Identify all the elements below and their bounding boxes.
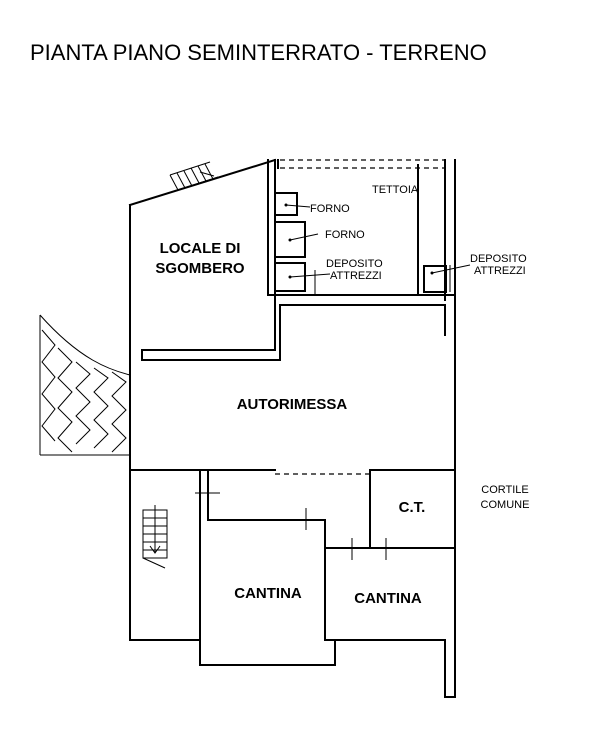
- room-ct-label: C.T.: [399, 499, 426, 516]
- label-tettoia: TETTOIA: [372, 184, 419, 196]
- room-cantina-left-label: CANTINA: [234, 585, 302, 602]
- hatched-ramp: [39, 314, 131, 456]
- room-locale-label-1: LOCALE DI: [160, 240, 241, 257]
- room-locale-label-2: SGOMBERO: [155, 260, 245, 277]
- label-deposito-2-a: DEPOSITO: [470, 253, 527, 265]
- room-autorimessa-label: AUTORIMESSA: [237, 396, 348, 413]
- lower-stair: [142, 505, 168, 569]
- room-cantina-right-label: CANTINA: [354, 590, 422, 607]
- label-cortile-2: COMUNE: [481, 499, 530, 511]
- outer-walls: [128, 158, 456, 698]
- label-deposito-1-b: ATTREZZI: [330, 270, 382, 282]
- label-forno-2: FORNO: [325, 229, 365, 241]
- label-cortile-1: CORTILE: [481, 484, 528, 496]
- label-deposito-1-a: DEPOSITO: [326, 258, 383, 270]
- top-stair: [169, 161, 219, 191]
- plan-title: PIANTA PIANO SEMINTERRATO - TERRENO: [30, 40, 487, 65]
- storage-boxes: [274, 192, 471, 293]
- label-forno-1: FORNO: [310, 203, 350, 215]
- dashed-lines: [275, 159, 445, 475]
- label-deposito-2-b: ATTREZZI: [474, 265, 526, 277]
